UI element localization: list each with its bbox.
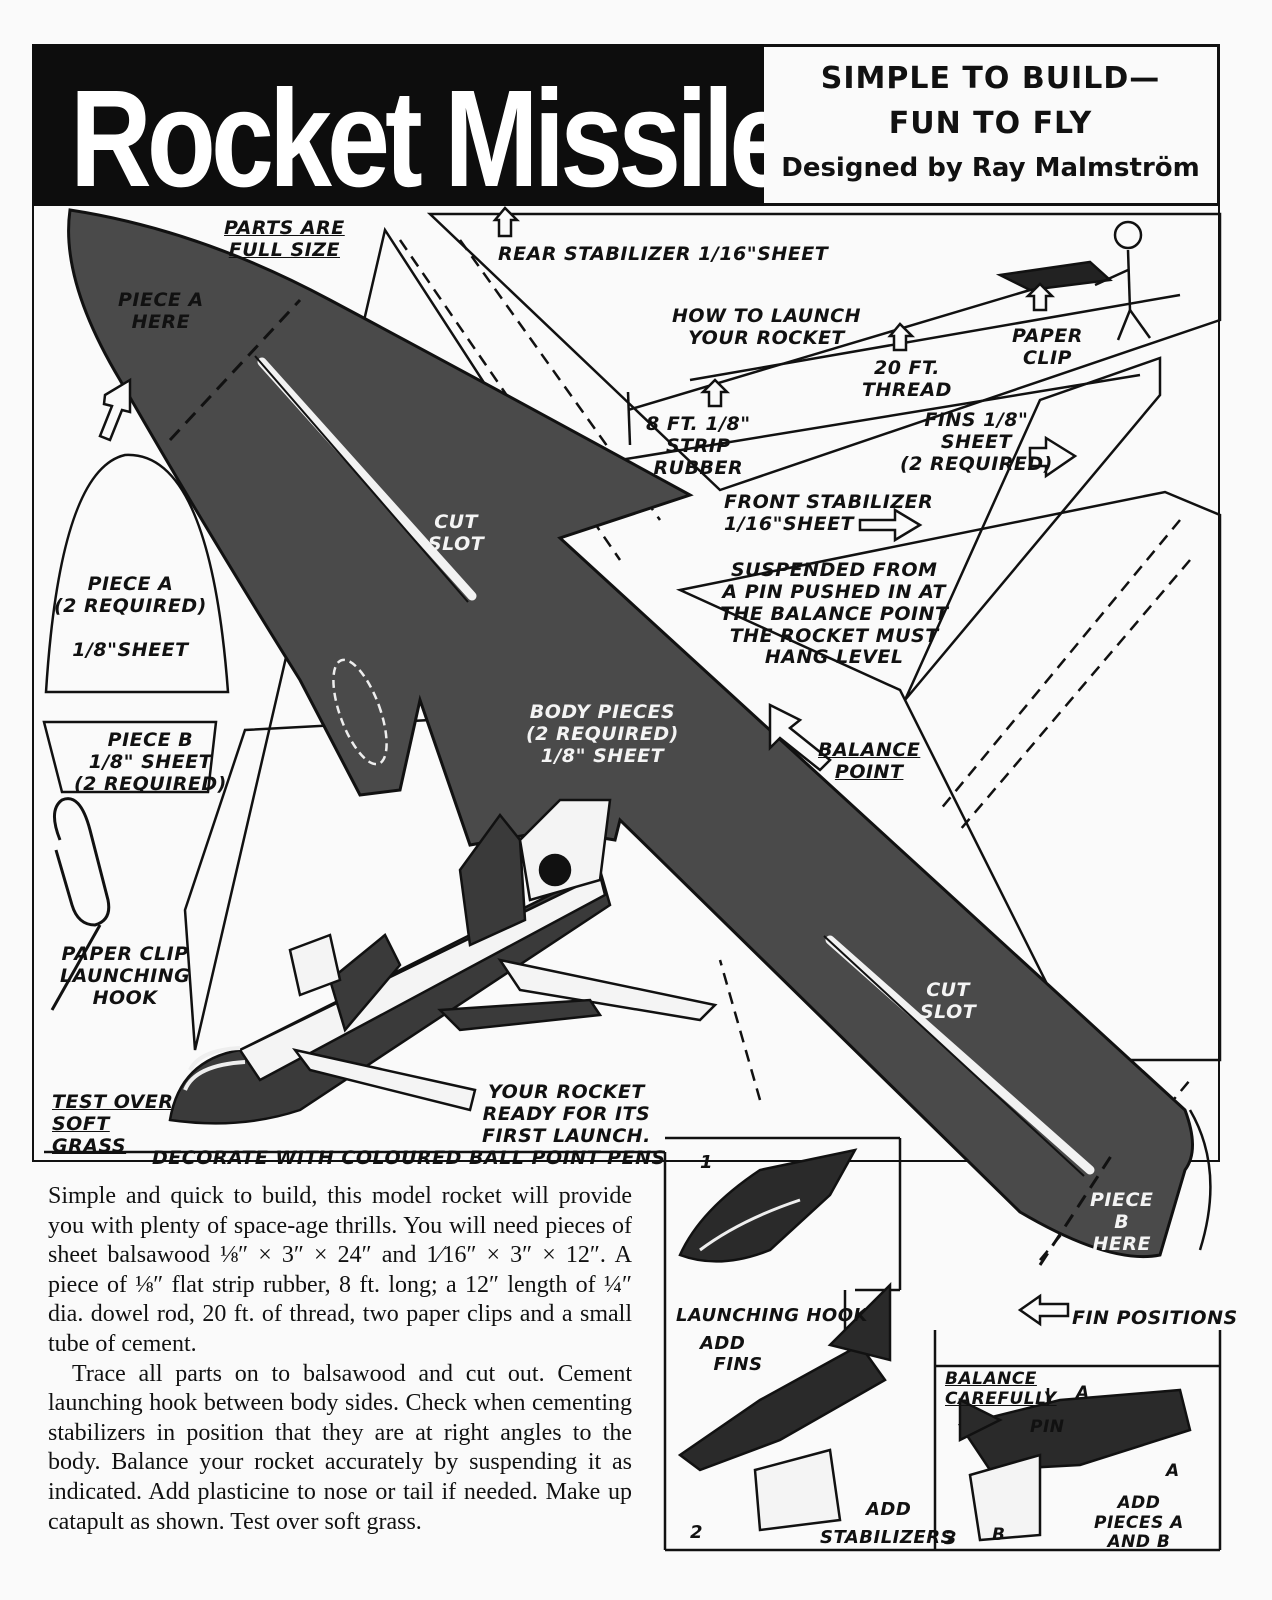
cut-slot-outlines [254, 355, 1085, 1177]
piece-a-required-label: PIECE A(2 REQUIRED)1/8"SHEET [54, 573, 207, 661]
piece-b-outline [42, 720, 218, 794]
piece-b-marker: B [992, 1525, 1006, 1545]
body-pieces-label: BODY PIECES(2 REQUIRED)1/8" SHEET [526, 701, 679, 767]
instructions-text: Simple and quick to build, this model ro… [48, 1182, 632, 1537]
rocket-body [67, 208, 1194, 1259]
balance-arrow-icon [768, 702, 832, 772]
launch-diagram [626, 220, 1152, 446]
fin-positions-label: FIN POSITIONS [1072, 1307, 1238, 1329]
fins-label: FINS 1/8"SHEET(2 REQUIRED) [900, 409, 1053, 475]
rear-stabilizer-outline [426, 212, 1222, 492]
cut-slots [257, 357, 1095, 1175]
arrow-up-icon [1024, 282, 1056, 312]
rear-stabilizer-label: REAR STABILIZER 1/16"SHEET [498, 243, 829, 265]
piece-a-marker-2: A [1166, 1461, 1180, 1481]
front-stabilizer-outline [675, 490, 1222, 1062]
step-1-label: LAUNCHING HOOK [676, 1305, 868, 1326]
instructions-paragraph-2: Trace all parts on to balsawood and cut … [48, 1360, 632, 1535]
tagline-line-2: FUN TO FLY [888, 106, 1093, 141]
designer-byline: Designed by Ray Malmström [781, 153, 1200, 183]
step-2-number: 2 [690, 1522, 703, 1543]
arrow-up-icon [887, 322, 916, 352]
tagline-box: SIMPLE TO BUILD— FUN TO FLY Designed by … [764, 44, 1220, 206]
arrow-up-icon [699, 378, 731, 408]
piece-a-marker-1: A [1076, 1383, 1090, 1403]
arrow-diag-icon [98, 377, 132, 442]
pin-label: PIN [1030, 1417, 1065, 1437]
piece-a-outline [44, 453, 230, 694]
arrow-up-icon [492, 206, 521, 238]
paper-clip-drawing [53, 797, 111, 927]
arrow-right-icon [1028, 435, 1078, 479]
step-2-fins-label: ADD FINS [700, 1333, 763, 1375]
arrow-left-icon [1017, 1293, 1070, 1327]
tagline-line-1: SIMPLE TO BUILD— [820, 61, 1161, 96]
page-title: Rocket Missile [70, 62, 792, 216]
arrows [98, 206, 1078, 1327]
arrow-left-icon [858, 507, 923, 543]
decorate-note: DECORATE WITH COLOURED BALL POINT PENS [152, 1147, 666, 1169]
step-3-number: 3 [944, 1528, 957, 1549]
step-2-stabilizers-label: STABILIZERS [820, 1527, 955, 1548]
step-2-add-label: ADD [866, 1499, 912, 1520]
instructions-paragraph-1: Simple and quick to build, this model ro… [48, 1183, 632, 1357]
title-banner: Rocket Missile [32, 44, 792, 208]
thread-label: 20 FT.THREAD [862, 357, 952, 401]
step-drawings [677, 1148, 1192, 1542]
assembled-rocket-drawing [168, 798, 718, 1125]
step-1-number: 1 [700, 1152, 713, 1173]
